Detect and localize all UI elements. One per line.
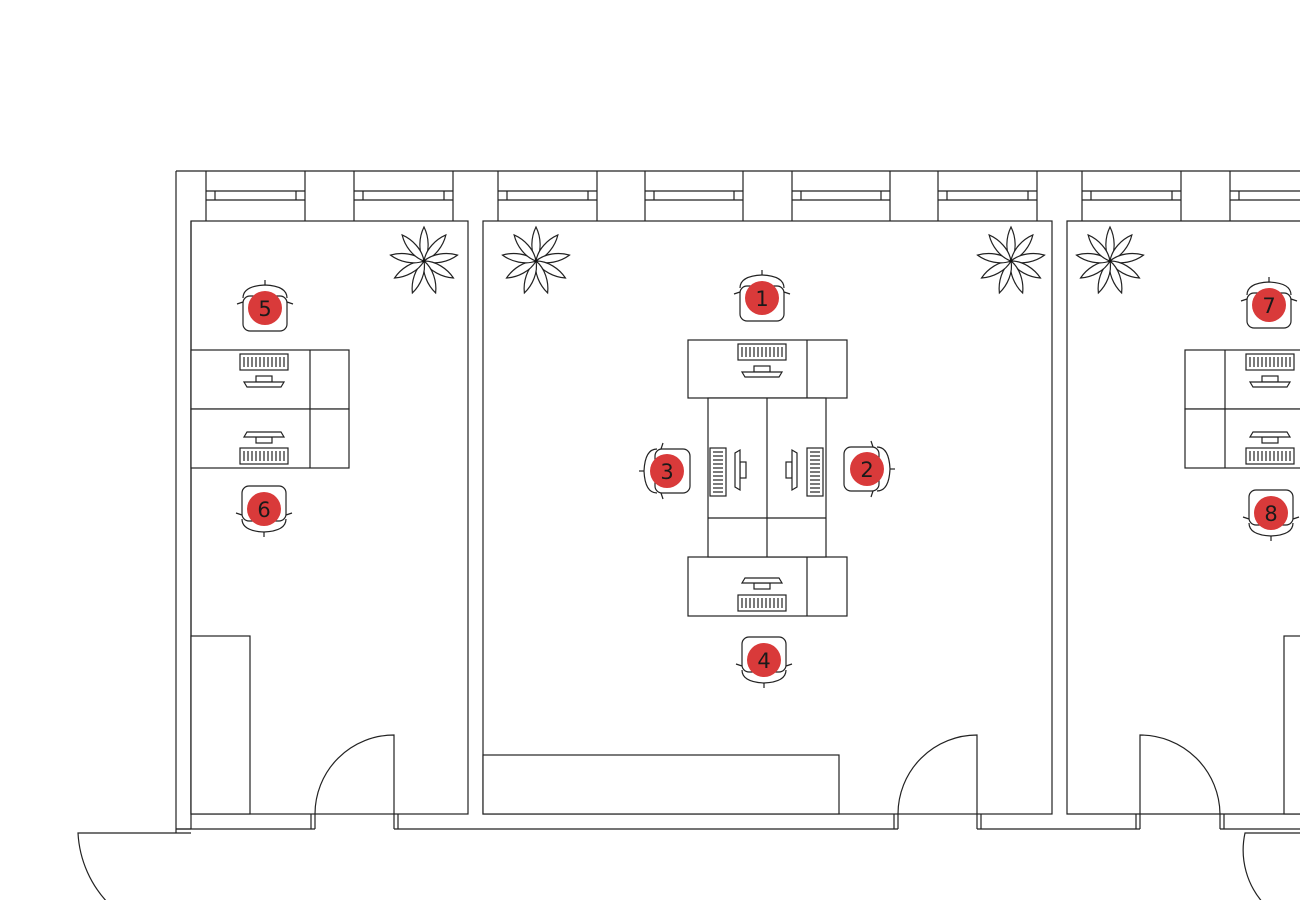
seat-marker [650,454,684,488]
seat-number: 6 [257,498,270,522]
plant-center [534,259,538,263]
monitor-screen [1248,381,1292,388]
monitor-screen [791,448,798,492]
seat-number: 4 [757,649,770,673]
seat-number: 3 [660,460,673,484]
monitor-icon [1248,431,1292,444]
monitor-icon [1248,375,1292,388]
seat-marker [1252,288,1286,322]
seat-3: 3 [639,442,691,500]
chair-arm [785,663,793,667]
cabinet [1283,635,1300,815]
monitor-icon [740,577,784,590]
seats: 1 2 3 4 5 6 7 8 [235,270,1300,688]
monitor-stand [753,582,771,590]
seat-marker [1254,496,1288,530]
chair-arm [660,442,664,450]
keyboard-icon [709,447,727,497]
monitor-stand [1261,436,1279,444]
keyboard-icon [239,353,289,371]
plant-center [422,259,426,263]
chair-arm [733,291,741,295]
monitor-icon [242,431,286,444]
monitor-icon [785,448,798,492]
seat-number: 7 [1262,294,1275,318]
door-center-room [897,734,978,815]
door-outside-left [77,832,191,900]
plant-leaf [401,233,425,262]
chair-arm [235,512,243,516]
door-left-room [314,734,395,815]
monitor-stand [255,375,273,383]
seat-number: 2 [860,458,873,482]
chair-arm [1240,298,1248,302]
chair-arm [783,291,791,295]
monitor-stand [739,461,747,479]
monitor-screen [734,448,741,492]
plant-center [1009,259,1013,263]
chair-arm [286,301,294,305]
keyboard-icon [806,447,824,497]
monitor-icon [242,375,286,388]
room-left [190,220,469,815]
furniture [190,225,1300,815]
seat-marker [248,291,282,325]
chair-arm [735,663,743,667]
seat-marker [745,281,779,315]
chair-arm [236,301,244,305]
chair-arm [1290,298,1298,302]
plant-icon [976,225,1046,295]
seat-8: 8 [1242,489,1300,541]
keyboard-icon [737,594,787,612]
monitor-icon [734,448,747,492]
seat-5: 5 [236,280,294,332]
plant-icon [389,225,459,295]
cabinet [190,635,251,815]
door-right-room [1139,734,1221,815]
chair-arm [870,490,874,498]
plant-leaf [513,233,537,262]
seat-4: 4 [735,636,793,688]
keyboard-icon [1245,447,1295,465]
plant-center [1108,259,1112,263]
monitor-stand [753,365,771,373]
seat-number: 1 [755,287,768,311]
seat-marker [850,452,884,486]
plant-icon [501,225,571,295]
seat-number: 5 [258,297,271,321]
chair-arm [1292,516,1300,520]
monitor-stand [1261,375,1279,383]
counter [482,754,840,815]
chair-arm [870,440,874,448]
seat-1: 1 [733,270,791,322]
seat-number: 8 [1264,502,1277,526]
seat-6: 6 [235,485,293,537]
keyboard-icon [239,447,289,465]
monitor-screen [740,371,784,378]
room-right [1066,220,1300,815]
monitor-screen [740,577,784,584]
monitor-screen [242,381,286,388]
plant-leaf [1087,233,1111,262]
plant-leaf [988,233,1012,262]
chair-arm [660,492,664,500]
monitor-screen [242,431,286,438]
monitor-stand [785,461,793,479]
seat-marker [747,643,781,677]
seat-marker [247,492,281,526]
chair-arm [1242,516,1250,520]
keyboard-icon [737,343,787,361]
chair-arm [285,512,293,516]
monitor-icon [740,365,784,378]
plant-icon [1075,225,1145,295]
seat-7: 7 [1240,277,1298,329]
monitor-stand [255,436,273,444]
monitor-screen [1248,431,1292,438]
keyboard-icon [1245,353,1295,371]
door-outside-right [1242,832,1300,900]
seat-2: 2 [843,440,895,498]
